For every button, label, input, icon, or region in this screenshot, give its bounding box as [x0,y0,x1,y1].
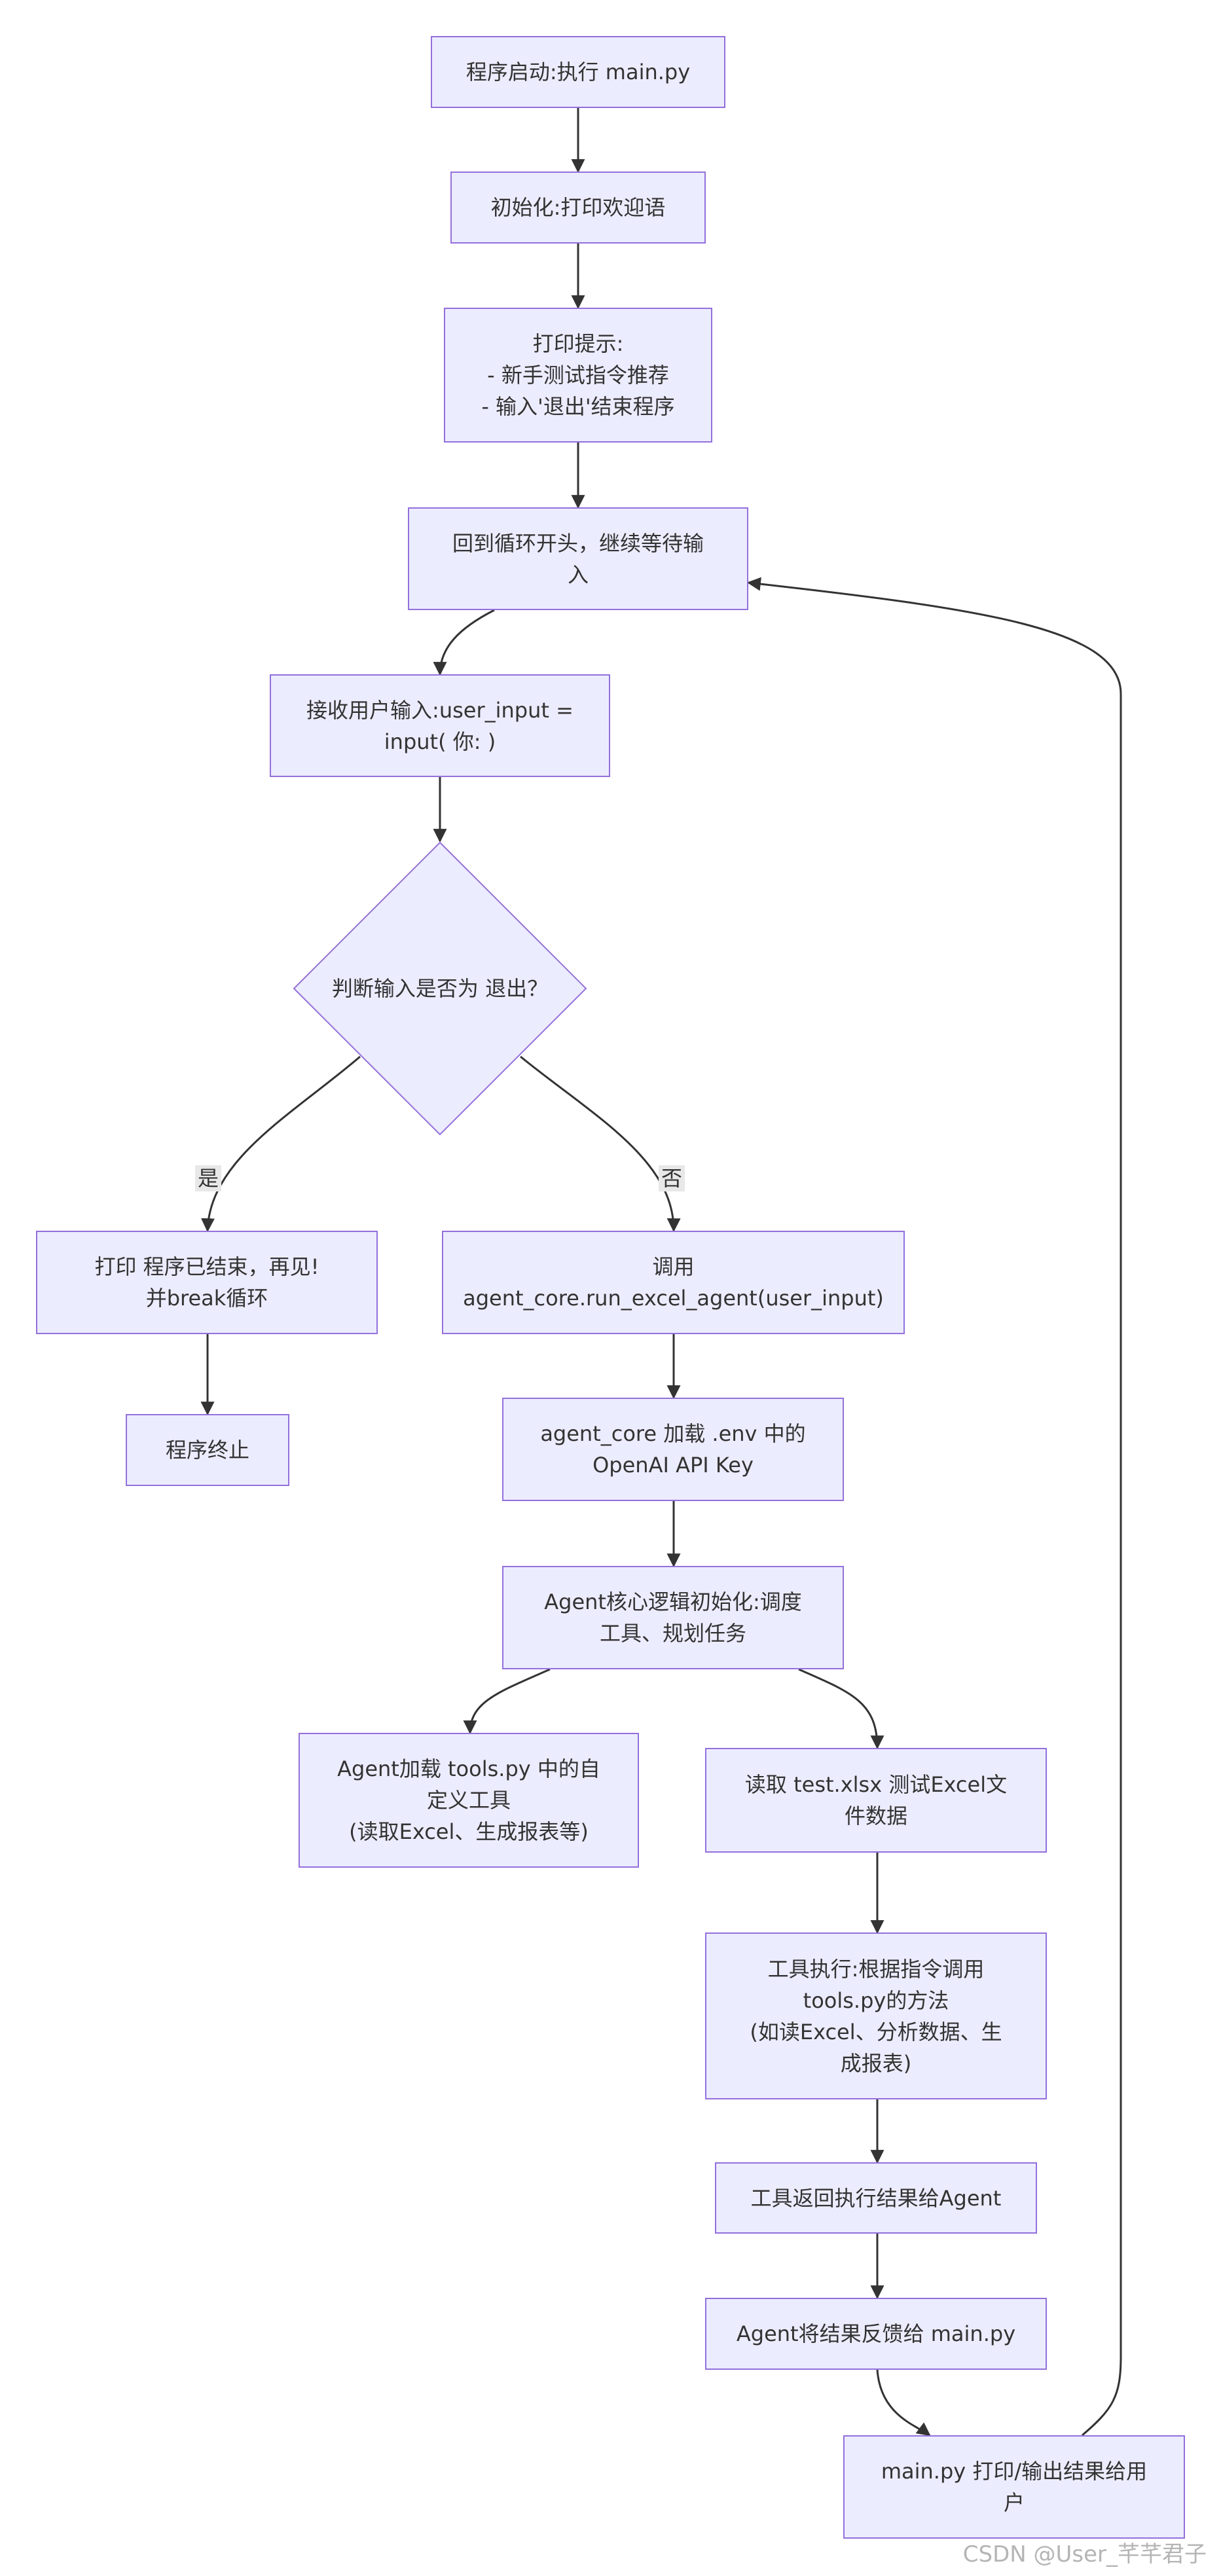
edge-label-yes: 是 [195,1165,222,1191]
edge-output-loop [746,577,1122,2437]
decision-diamond [293,841,587,1136]
node-decision: 判断输入是否为 退出？ [309,956,571,1021]
node-load-tools-label: Agent加载 tools.py 中的自 定义工具 (读取Excel、生成报表等… [337,1756,600,1844]
node-receive: 接收用户输入:user_input = input( 你: ) [270,674,610,777]
node-load-tools: Agent加载 tools.py 中的自 定义工具 (读取Excel、生成报表等… [299,1733,639,1868]
node-decision-label: 判断输入是否为 退出？ [331,976,549,1001]
node-call-agent: 调用 agent_core.run_excel_agent(user_input… [442,1231,905,1334]
node-output: main.py 打印/输出结果给用 户 [843,2435,1185,2539]
node-tool-exec-label: 工具执行:根据指令调用 tools.py的方法 (如读Excel、分析数据、生 … [750,1956,1002,2076]
node-load-env-label: agent_core 加载 .env 中的 OpenAI API Key [540,1421,806,1478]
node-output-label: main.py 打印/输出结果给用 户 [881,2459,1148,2515]
node-loop: 回到循环开头，继续等待输 入 [408,507,748,610]
edge-feedback-output [876,2369,931,2437]
node-tool-return: 工具返回执行结果给Agent [715,2162,1037,2234]
node-feedback: Agent将结果反馈给 main.py [705,2298,1047,2370]
node-print-exit: 打印 程序已结束，再见! 并break循环 [36,1231,378,1334]
node-receive-label: 接收用户输入:user_input = input( 你: ) [306,697,574,754]
node-agent-init-label: Agent核心逻辑初始化:调度 工具、规划任务 [544,1589,802,1646]
node-tool-exec: 工具执行:根据指令调用 tools.py的方法 (如读Excel、分析数据、生 … [705,1932,1047,2099]
node-start: 程序启动:执行 main.py [431,36,725,108]
node-read-test-label: 读取 test.xlsx 测试Excel文 件数据 [744,1772,1008,1828]
edge-decision-no [520,1055,681,1233]
node-loop-label: 回到循环开头，继续等待输 入 [452,530,704,587]
node-agent-init: Agent核心逻辑初始化:调度 工具、规划任务 [502,1566,844,1669]
node-read-test: 读取 test.xlsx 测试Excel文 件数据 [705,1748,1047,1853]
edge-loop-receive [433,609,495,676]
node-init: 初始化:打印欢迎语 [450,172,706,244]
node-tips-label: 打印提示: - 新手测试指令推荐 - 输入'退出'结束程序 [481,331,675,419]
edge-agentinit-loadtools [463,1668,551,1735]
node-tool-return-label: 工具返回执行结果给Agent [750,2185,1002,2211]
node-load-env: agent_core 加载 .env 中的 OpenAI API Key [502,1398,844,1501]
edge-label-no: 否 [659,1165,685,1191]
edge-decision-yes [201,1055,361,1233]
watermark: CSDN @User_芊芊君子 [962,2541,1207,2567]
node-print-exit-label: 打印 程序已结束，再见! 并break循环 [94,1254,319,1311]
node-terminate: 程序终止 [126,1414,289,1486]
node-feedback-label: Agent将结果反馈给 main.py [736,2321,1016,2346]
node-call-agent-label: 调用 agent_core.run_excel_agent(user_input… [463,1254,884,1311]
node-start-label: 程序启动:执行 main.py [465,60,691,84]
node-terminate-label: 程序终止 [165,1438,249,1462]
edge-agentinit-readtest [798,1668,884,1750]
node-tips: 打印提示: - 新手测试指令推荐 - 输入'退出'结束程序 [444,308,712,443]
node-init-label: 初始化:打印欢迎语 [490,195,666,220]
